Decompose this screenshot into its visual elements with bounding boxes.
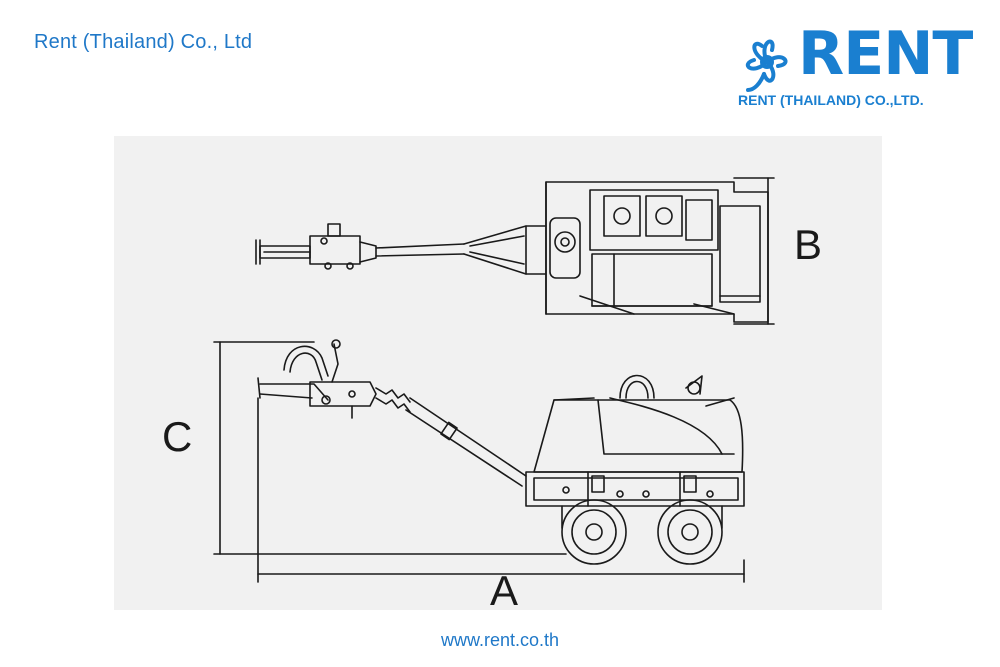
dimension-label-b: B [794, 221, 823, 268]
technical-drawing: B C A [114, 136, 882, 614]
side-view [213, 339, 745, 583]
website-url[interactable]: www.rent.co.th [440, 630, 560, 650]
top-view [255, 177, 775, 325]
logo-wordmark: RENT [798, 19, 973, 89]
dimension-label-a: A [490, 567, 519, 614]
brand-logo: RENT RENT (THAILAND) CO.,LTD. [736, 24, 973, 112]
logo-subtitle: RENT (THAILAND) CO.,LTD. [738, 92, 924, 108]
flower-icon [746, 39, 788, 92]
roller-diagram [213, 177, 775, 583]
company-name: Rent (Thailand) Co., Ltd [34, 31, 253, 53]
dimension-label-c: C [162, 413, 193, 460]
